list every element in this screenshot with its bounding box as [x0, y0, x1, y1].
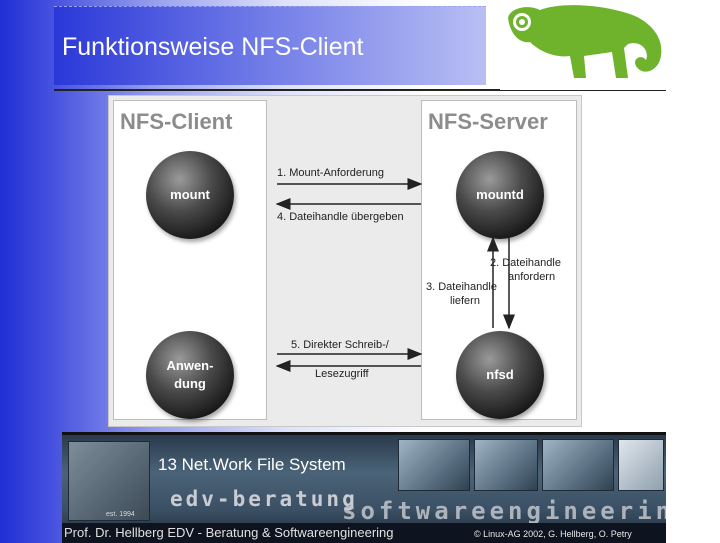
slide-title: Funktionsweise NFS-Client — [62, 33, 364, 61]
node-mountd: mountd — [456, 151, 544, 239]
banner-edv-text: edv-beratung — [170, 487, 358, 511]
banner-photo-office-1 — [398, 439, 470, 491]
arrow-label-handle-deliver-1: 3. Dateihandle — [426, 281, 497, 293]
node-nfsd-label: nfsd — [486, 367, 514, 382]
banner-photo-office-2 — [474, 439, 538, 491]
arrow-label-handle-deliver-2: liefern — [450, 295, 480, 307]
banner-photo-circuit — [68, 441, 150, 521]
arrow-label-handle-request-2: anfordern — [508, 271, 556, 283]
nfs-diagram: NFS-Client mount Anwen- dung NFS-Server … — [108, 95, 582, 427]
banner-footer-text: Prof. Dr. Hellberg EDV - Beratung & Soft… — [64, 525, 394, 540]
node-mountd-label: mountd — [476, 187, 524, 202]
banner-copyright: © Linux-AG 2002, G. Hellberg, O. Petry — [474, 529, 632, 539]
server-panel-title: NFS-Server — [428, 109, 548, 134]
arrow-label-handle-pass: 4. Dateihandle übergeben — [277, 211, 404, 223]
arrow-label-direct-access-2: Lesezugriff — [315, 368, 369, 380]
arrow-label-direct-access-1: 5. Direkter Schreib-/ — [291, 339, 389, 351]
chameleon-logo-icon — [508, 5, 662, 78]
banner-photo-monitor — [618, 439, 664, 491]
suse-logo — [500, 0, 668, 90]
arrow-label-handle-request-1: 2. Dateihandle — [490, 257, 561, 269]
banner-bottom-strip — [62, 523, 666, 543]
banner-topic: 13 Net.Work File System — [158, 455, 346, 474]
slide-title-box: Funktionsweise NFS-Client — [54, 6, 486, 85]
node-anwendung: Anwen- dung — [146, 331, 234, 419]
banner-established: est. 1994 — [106, 511, 135, 518]
server-panel: NFS-Server mountd nfsd 2. Dateihandle an… — [421, 100, 577, 420]
node-mount-label: mount — [170, 187, 210, 202]
client-panel-title: NFS-Client — [120, 109, 233, 134]
title-divider — [54, 89, 666, 91]
banner-software-text: softwareengineering — [342, 497, 666, 525]
client-panel: NFS-Client mount Anwen- dung — [113, 100, 267, 420]
node-nfsd: nfsd — [456, 331, 544, 419]
node-anwendung-label-1: Anwen- — [166, 358, 214, 373]
node-mount: mount — [146, 151, 234, 239]
banner-photo-office-3 — [542, 439, 614, 491]
footer-banner: 13 Net.Work File System edv-beratung sof… — [62, 432, 666, 543]
arrow-label-mount-request: 1. Mount-Anforderung — [277, 167, 385, 179]
node-anwendung-label-2: dung — [174, 376, 206, 391]
